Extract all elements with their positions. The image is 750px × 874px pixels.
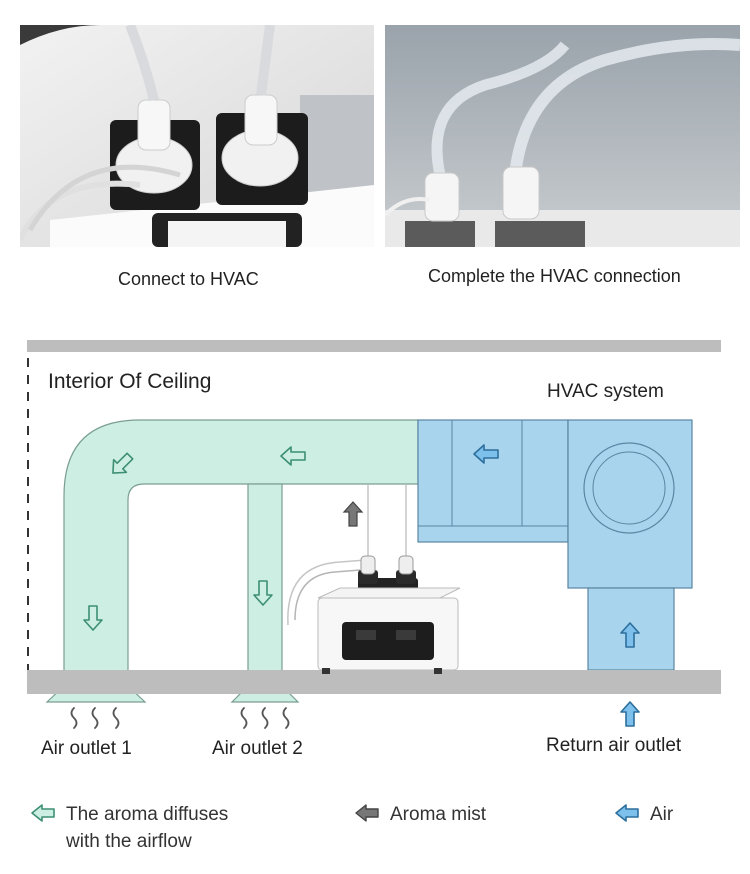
ceiling-top-band — [27, 340, 721, 352]
ceiling-label: Interior Of Ceiling — [48, 370, 211, 393]
blower-fan-outer — [583, 442, 675, 534]
blower-fan-inner — [592, 451, 666, 525]
legend-aroma-diffuses-line1: The aroma diffuses — [66, 804, 229, 825]
ceiling-floor-band — [27, 670, 721, 694]
legend-blue-arrow-icon — [615, 804, 639, 822]
legend-aroma-mist-label: Aroma mist — [390, 804, 487, 825]
caption-complete-hvac-connection: Complete the HVAC connection — [428, 266, 681, 286]
airflow-wave-icon — [240, 707, 248, 729]
legend-green-arrow-icon — [31, 804, 55, 822]
air-outlet-1-label: Air outlet 1 — [41, 738, 132, 759]
legend-aroma-diffuses-line2: with the airflow — [66, 831, 192, 852]
aroma-mist-arrow-up-icon — [342, 501, 364, 527]
caption-connect-to-hvac: Connect to HVAC — [118, 269, 259, 289]
airflow-wave-icon — [261, 707, 269, 729]
airflow-wave-icon — [112, 707, 120, 729]
supply-duct-main — [63, 419, 419, 687]
arrow-down-icon — [253, 580, 273, 606]
air-arrow-left-icon — [473, 444, 499, 464]
legend-air-label: Air — [650, 804, 674, 825]
legend-gray-arrow-icon — [355, 804, 379, 822]
aroma-diffuser-device — [317, 555, 461, 674]
return-air-outlet-label: Return air outlet — [546, 735, 682, 756]
airflow-wave-icon — [70, 707, 78, 729]
photo-connect-to-hvac — [20, 25, 374, 247]
arrow-down-icon — [83, 605, 103, 631]
airflow-wave-icon — [282, 707, 290, 729]
air-arrow-up-icon — [620, 622, 640, 648]
hvac-system-label: HVAC system — [547, 381, 664, 402]
return-air-arrow-up-icon — [620, 701, 640, 727]
photo-complete-hvac-connection — [385, 25, 740, 247]
arrow-left-icon — [280, 446, 306, 466]
legend-aroma-diffuses: The aroma diffuses with the airflow — [30, 801, 228, 855]
hvac-ceiling-diagram: Interior Of Ceiling HVAC system — [27, 340, 721, 759]
air-outlet-2-label: Air outlet 2 — [212, 738, 303, 759]
legend-aroma-mist: Aroma mist — [354, 801, 486, 828]
arrow-down-left-icon — [112, 452, 134, 474]
legend-air: Air — [614, 801, 673, 828]
hvac-unit-box — [417, 419, 569, 543]
airflow-wave-icon — [91, 707, 99, 729]
